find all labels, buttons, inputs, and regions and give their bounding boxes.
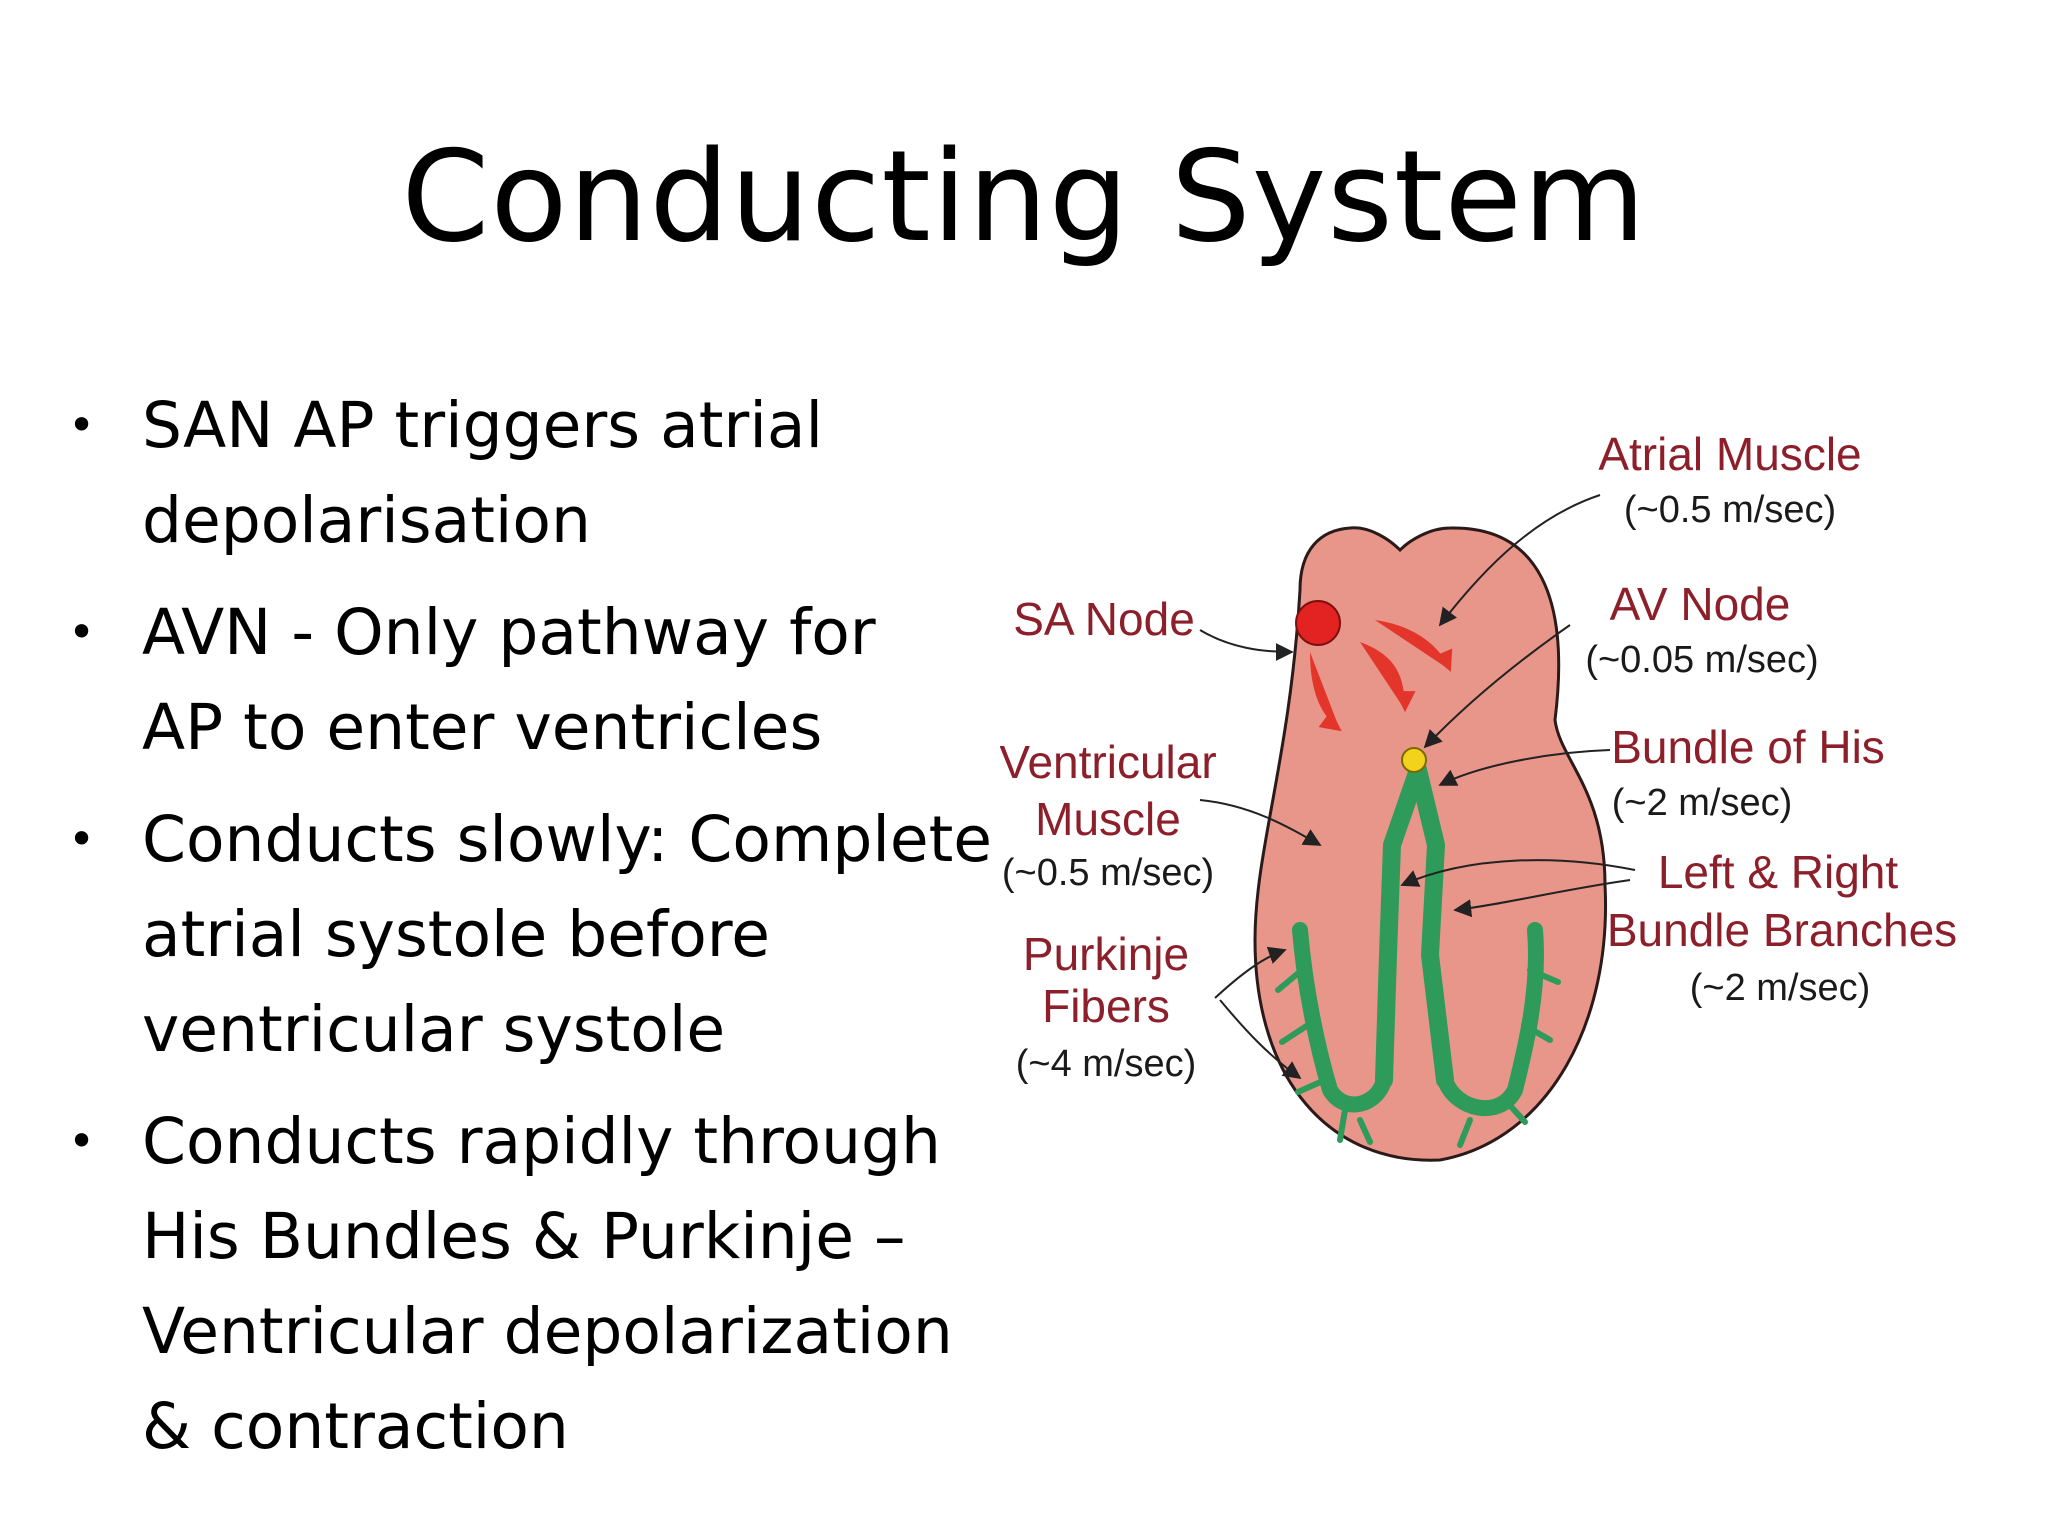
bullet-line: ventricular systole — [142, 993, 726, 1066]
bullet-line: & contraction — [142, 1390, 569, 1463]
label-av-node: AV Node — [1610, 578, 1791, 630]
bundle-branch-right — [1409, 761, 1454, 1089]
pointer-arrow-bundle-branch-left — [1400, 859, 1636, 887]
bullet-item: • AVN - Only pathway for AP to enter ven… — [62, 585, 1022, 775]
signal-arrows — [1310, 620, 1453, 732]
bullet-line: Conducts rapidly through — [142, 1105, 941, 1178]
purkinje-fiber-left — [1292, 922, 1392, 1113]
purkinje-branches — [1275, 967, 1561, 1148]
label-bundle-branches-line2: Bundle Branches — [1607, 904, 1957, 956]
pointer-arrow-purkinje-2 — [1219, 999, 1302, 1080]
bullet-item: • Conducts slowly: Complete atrial systo… — [62, 792, 1022, 1077]
bullet-list: • SAN AP triggers atrial depolarisation … — [62, 378, 1022, 1491]
pointer-arrow-bundle-of-his — [1438, 749, 1611, 786]
label-av-node-speed: (~0.05 m/sec) — [1585, 639, 1818, 681]
label-purkinje: Purkinje — [1023, 928, 1189, 980]
bullet-dot-icon: • — [68, 398, 96, 452]
label-ventricular-muscle-speed: (~0.5 m/sec) — [1002, 852, 1214, 894]
signal-arrow — [1360, 642, 1416, 713]
bullet-dot-icon: • — [68, 605, 96, 659]
purkinje-fiber-right — [1437, 922, 1544, 1116]
bullet-line: Ventricular depolarization — [142, 1295, 953, 1368]
label-purkinje-speed: (~4 m/sec) — [1016, 1043, 1197, 1085]
label-atrial-muscle-speed: (~0.5 m/sec) — [1624, 489, 1836, 531]
bullet-line: atrial systole before — [142, 898, 771, 971]
sa-node-icon — [1295, 600, 1341, 646]
bullet-dot-icon: • — [68, 812, 96, 866]
bullet-line: AVN - Only pathway for — [142, 596, 876, 669]
pointer-arrow-ventricular-muscle — [1199, 799, 1322, 846]
pointer-arrow-atrial-muscle — [1438, 494, 1601, 627]
label-bundle-of-his-speed: (~2 m/sec) — [1612, 782, 1793, 824]
bullet-item: • Conducts rapidly through His Bundles &… — [62, 1094, 1022, 1474]
signal-arrow — [1375, 620, 1453, 672]
label-ventricular-muscle: Ventricular — [1000, 736, 1217, 788]
bundle-branch-left — [1375, 761, 1427, 1089]
bullet-line: Conducts slowly: Complete — [142, 803, 993, 876]
pointer-arrow-av-node — [1423, 624, 1571, 749]
bullet-line: SAN AP triggers atrial — [142, 389, 823, 462]
slide-title: Conducting System — [401, 123, 1647, 270]
label-ventricular-muscle-line2: Muscle — [1035, 793, 1181, 845]
bullet-item: • SAN AP triggers atrial depolarisation — [62, 378, 1022, 568]
conduction-fibers — [1275, 761, 1561, 1148]
label-atrial-muscle: Atrial Muscle — [1598, 430, 1861, 480]
label-bundle-branches-speed: (~2 m/sec) — [1690, 967, 1871, 1009]
label-bundle-branches: Left & Right — [1658, 846, 1899, 898]
pointer-arrow-sa-node — [1199, 629, 1294, 661]
label-purkinje-line2: Fibers — [1042, 980, 1170, 1032]
bullet-line: His Bundles & Purkinje – — [142, 1200, 906, 1273]
pointer-arrow-purkinje-1 — [1214, 946, 1287, 999]
av-node-icon — [1401, 747, 1427, 773]
heart-conduction-diagram: Atrial Muscle (~0.5 m/sec) SA Node AV No… — [1000, 430, 1957, 1162]
bullet-dot-icon: • — [68, 1114, 96, 1168]
signal-arrow — [1310, 652, 1342, 732]
bullet-line: depolarisation — [142, 484, 591, 557]
pointer-arrows — [1199, 494, 1636, 1080]
label-bundle-of-his: Bundle of His — [1611, 721, 1885, 773]
pointer-arrow-bundle-branch-right — [1453, 879, 1631, 918]
label-sa-node: SA Node — [1013, 593, 1195, 645]
bullet-line: AP to enter ventricles — [142, 691, 823, 764]
